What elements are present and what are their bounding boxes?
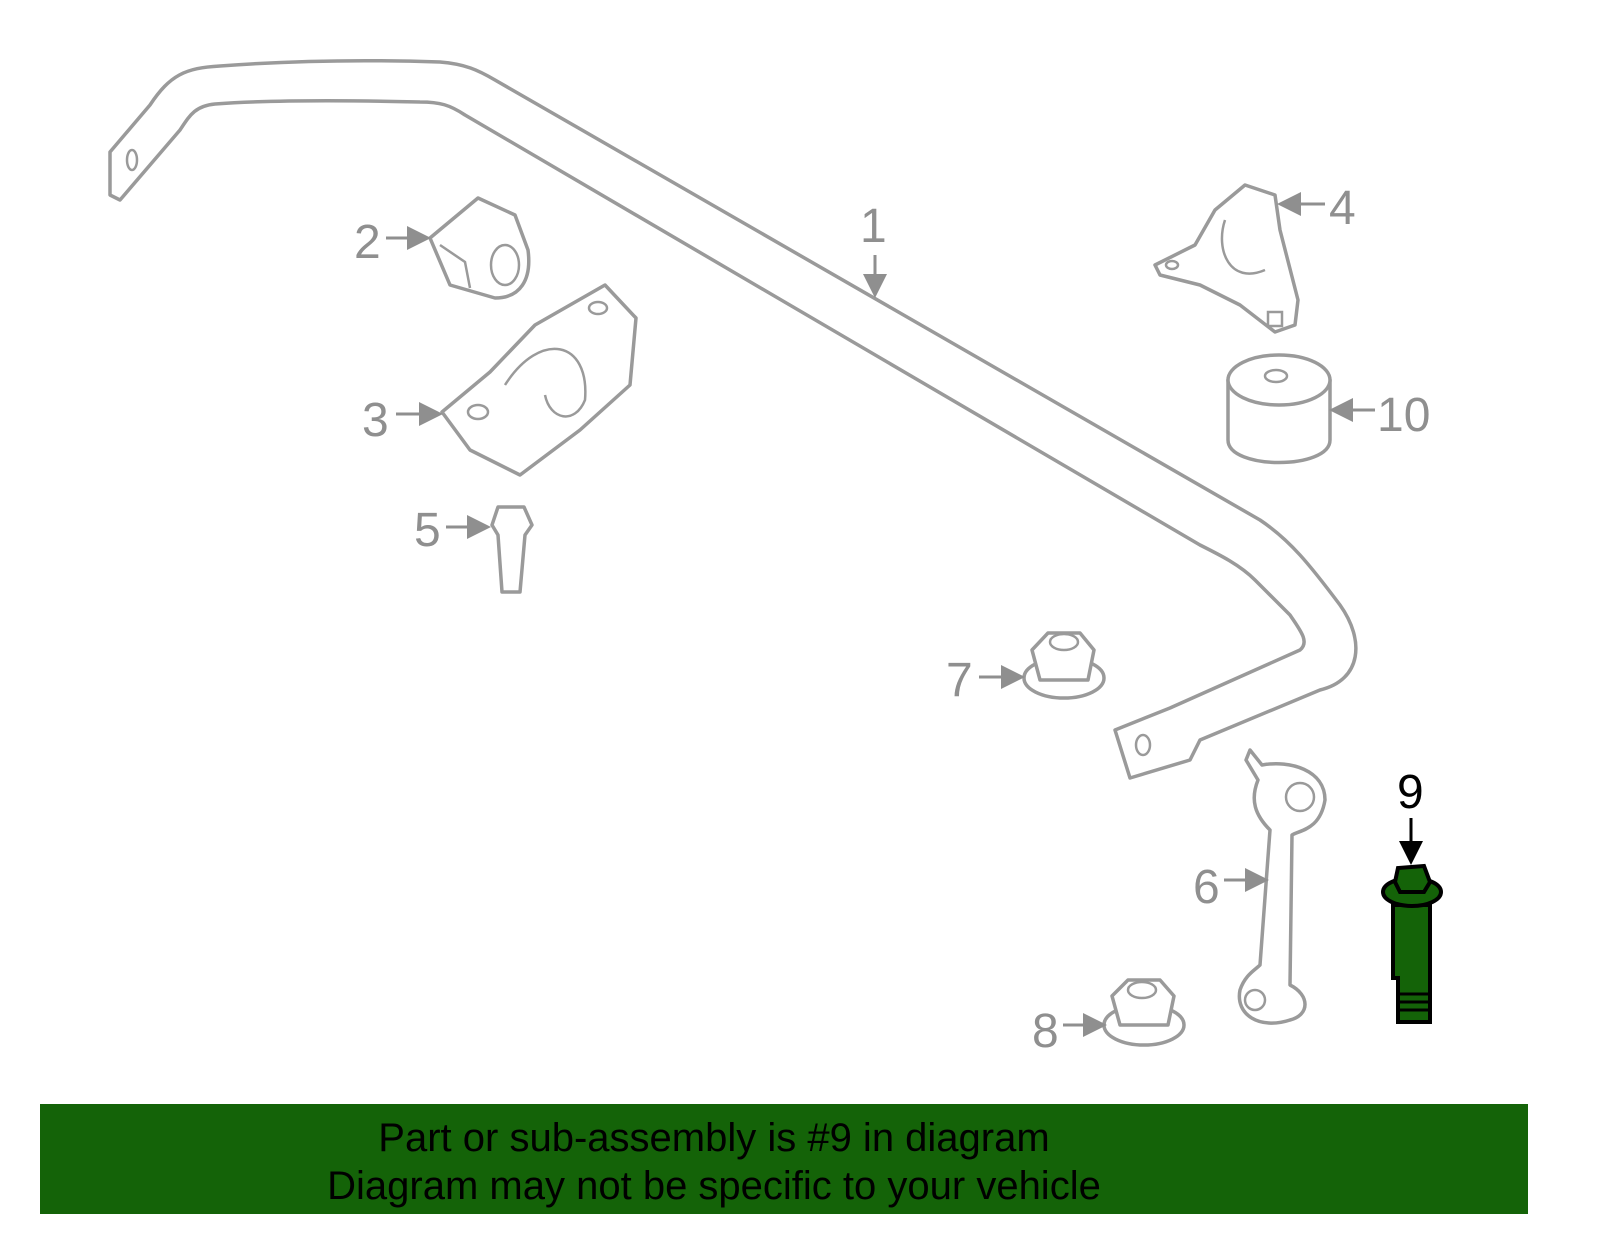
callout-6: 6 bbox=[1193, 861, 1220, 914]
info-banner: Part or sub-assembly is #9 in diagram Di… bbox=[40, 1104, 1528, 1214]
callout-5: 5 bbox=[414, 504, 441, 557]
callout-8: 8 bbox=[1032, 1005, 1059, 1058]
callout-9: 9 bbox=[1397, 766, 1424, 819]
stabilizer-link-part-6[interactable] bbox=[1237, 748, 1327, 1025]
callout-2: 2 bbox=[354, 216, 381, 269]
callout-10: 10 bbox=[1377, 389, 1430, 442]
rubber-mount-part-10[interactable] bbox=[1226, 353, 1332, 465]
bracket-part-3[interactable] bbox=[440, 283, 638, 477]
bolt-part-5[interactable] bbox=[490, 505, 534, 594]
nut-part-7[interactable] bbox=[1022, 631, 1106, 700]
banner-line-2: Diagram may not be specific to your vehi… bbox=[327, 1164, 1101, 1208]
bolt-part-9-selected[interactable] bbox=[1381, 863, 1443, 1024]
nut-part-8[interactable] bbox=[1102, 978, 1186, 1047]
callout-7: 7 bbox=[946, 654, 973, 707]
bracket-part-4[interactable] bbox=[1153, 183, 1300, 334]
stabilizer-bar-part-1[interactable] bbox=[108, 59, 1358, 780]
banner-line-1: Part or sub-assembly is #9 in diagram bbox=[378, 1116, 1050, 1160]
bushing-part-2[interactable] bbox=[428, 196, 531, 300]
callout-4: 4 bbox=[1329, 182, 1356, 235]
callout-3: 3 bbox=[362, 394, 389, 447]
callout-1: 1 bbox=[860, 200, 887, 253]
